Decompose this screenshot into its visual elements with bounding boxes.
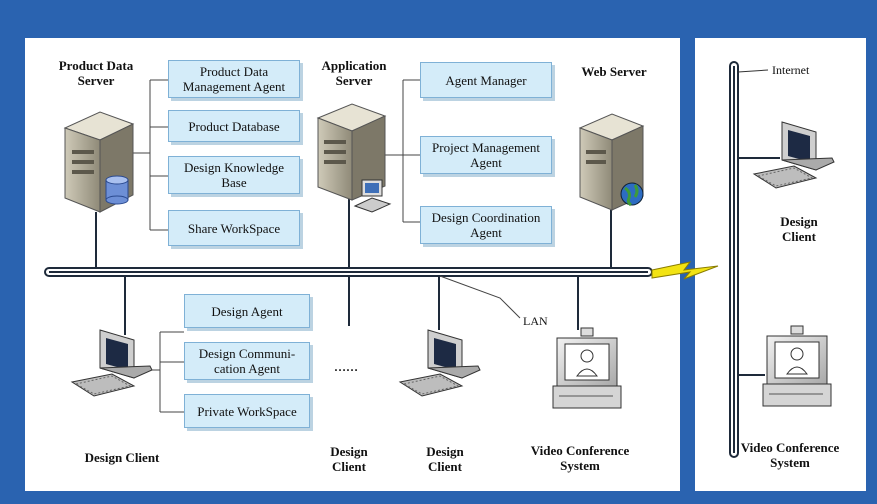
internet-label: Internet xyxy=(772,63,810,77)
internet-bus xyxy=(729,61,769,458)
project-management-agent-box: Project Management Agent xyxy=(420,136,552,174)
design-communication-agent-box: Design Communi-cation Agent xyxy=(184,342,310,380)
globe-icon xyxy=(620,182,644,207)
computer-icon xyxy=(70,329,153,397)
pdm-agent-box: Product Data Management Agent xyxy=(168,60,300,98)
connectors xyxy=(95,157,780,376)
design-coordination-agent-box: Design Coordination Agent xyxy=(420,206,552,244)
video-conference-right-label: Video Conference System xyxy=(740,440,840,470)
web-server-label: Web Server xyxy=(581,64,647,79)
video-terminal-icon xyxy=(762,325,832,407)
design-client-left-label: Design Client xyxy=(84,450,160,465)
application-server-icon xyxy=(316,103,392,213)
design-agent-box: Design Agent xyxy=(184,294,310,328)
agent-manager-box: Agent Manager xyxy=(420,62,552,98)
lan-label: LAN xyxy=(523,314,548,328)
computer-icon xyxy=(398,329,481,397)
application-server-label: Application Server xyxy=(321,58,387,88)
agent-brackets xyxy=(130,79,521,413)
lan-bus xyxy=(44,267,653,277)
design-client-right-label: Design Client xyxy=(780,214,818,244)
share-workspace-box: Share WorkSpace xyxy=(168,210,300,246)
internet-panel xyxy=(695,38,866,491)
design-knowledge-base-box: Design Knowledge Base xyxy=(168,156,300,194)
design-client-mid1-label: Design Client xyxy=(330,444,368,474)
ellipsis-label: …… xyxy=(334,360,358,374)
video-terminal-icon xyxy=(552,327,622,409)
private-workspace-box: Private WorkSpace xyxy=(184,394,310,428)
video-conference-main-label: Video Conference System xyxy=(530,443,630,473)
lightning-link-icon xyxy=(651,261,719,280)
database-icon xyxy=(105,175,129,205)
computer-icon xyxy=(752,121,835,189)
product-database-box: Product Database xyxy=(168,110,300,142)
product-data-server-label: Product Data Server xyxy=(58,58,134,88)
design-client-mid2-label: Design Client xyxy=(426,444,464,474)
